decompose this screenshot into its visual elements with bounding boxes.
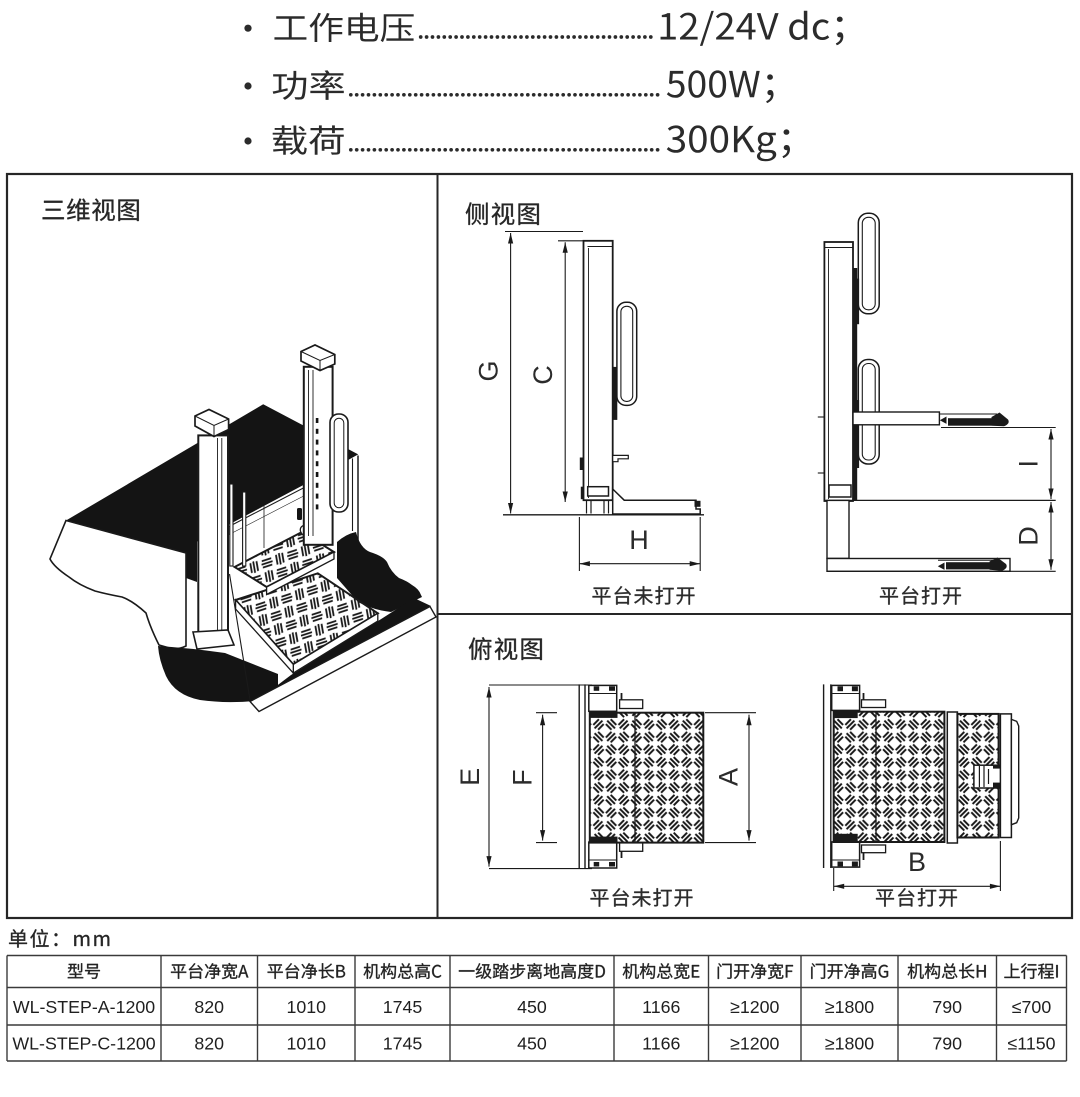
svg-text:1010: 1010 — [286, 1034, 326, 1054]
svg-text:≥1800: ≥1800 — [825, 997, 874, 1017]
svg-text:WL-STEP-A-1200: WL-STEP-A-1200 — [13, 997, 155, 1017]
svg-text:1166: 1166 — [642, 1034, 680, 1054]
svg-text:1745: 1745 — [383, 1034, 423, 1054]
svg-text:H: H — [629, 525, 649, 555]
svg-text:≥1200: ≥1200 — [730, 1034, 779, 1054]
svg-text:C: C — [528, 365, 558, 385]
svg-text:450: 450 — [517, 1034, 547, 1054]
svg-text:1010: 1010 — [286, 997, 326, 1017]
svg-text:≤1150: ≤1150 — [1008, 1034, 1056, 1054]
svg-text:G: G — [474, 360, 504, 381]
svg-text:F: F — [508, 769, 538, 786]
svg-text:790: 790 — [932, 1034, 962, 1054]
svg-text:1745: 1745 — [383, 997, 423, 1017]
svg-text:≥1800: ≥1800 — [825, 1034, 874, 1054]
svg-text:D: D — [1014, 526, 1044, 546]
svg-text:1166: 1166 — [642, 997, 680, 1017]
svg-text:820: 820 — [194, 1034, 224, 1054]
svg-text:≤700: ≤700 — [1012, 997, 1052, 1017]
svg-text:790: 790 — [932, 997, 962, 1017]
svg-text:≥1200: ≥1200 — [730, 997, 779, 1017]
svg-text:A: A — [714, 768, 744, 786]
svg-text:B: B — [908, 847, 926, 877]
svg-text:E: E — [455, 768, 485, 786]
svg-text:I: I — [1014, 460, 1044, 468]
svg-text:820: 820 — [194, 997, 224, 1017]
svg-text:WL-STEP-C-1200: WL-STEP-C-1200 — [12, 1034, 155, 1054]
svg-text:450: 450 — [517, 997, 547, 1017]
